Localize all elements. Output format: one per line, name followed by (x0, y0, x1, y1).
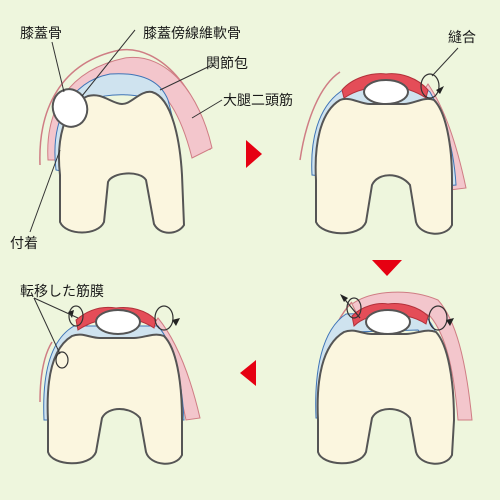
leader-biceps (191, 99, 223, 119)
suture-circle (420, 73, 440, 99)
suture-circle (428, 305, 448, 331)
arrow-left (240, 360, 256, 386)
leader-transferred-fascia-2 (33, 297, 61, 355)
panel-3 (315, 291, 473, 465)
patella (365, 309, 411, 335)
label-suture: 縫合 (448, 30, 476, 46)
label-patella: 膝蓋骨 (20, 26, 62, 42)
fascia-line (39, 341, 53, 403)
label-attachment: 付着 (10, 236, 38, 252)
suture-knot-right (172, 318, 180, 326)
leader-retinaculum (81, 29, 136, 97)
patella (363, 79, 409, 105)
leader-capsule (159, 65, 211, 91)
label-capsule: 関節包 (206, 55, 248, 72)
panel-4: 転移した筋膜 (20, 283, 201, 465)
arrow-down (372, 260, 402, 276)
patella (95, 309, 141, 335)
panel-2: 縫合 (299, 30, 476, 235)
suture-circle-left (68, 305, 84, 327)
femur (46, 333, 183, 465)
panel-1: 膝蓋骨 膝蓋傍線維軟骨 関節包 大腿二頭筋 付着 (10, 25, 293, 252)
attachment-circle (55, 351, 69, 369)
suture-circle-left (346, 297, 362, 319)
femur (314, 97, 453, 235)
fascia-line (299, 71, 341, 161)
label-biceps: 大腿二頭筋 (223, 92, 293, 109)
arrow-right (246, 140, 262, 168)
leader-transferred-fascia (33, 297, 79, 319)
leader-attachment (29, 149, 61, 233)
femur (58, 90, 186, 234)
needle-tip (340, 294, 348, 302)
leader-patella (51, 41, 65, 93)
suture-knot (436, 86, 444, 94)
label-transferred-fascia: 転移した筋膜 (20, 283, 104, 300)
leader-suture (431, 47, 459, 77)
label-retinaculum: 膝蓋傍線維軟骨 (143, 25, 241, 42)
suture-knot (446, 318, 454, 326)
femur (316, 329, 456, 465)
suture-circle-right (154, 305, 174, 331)
